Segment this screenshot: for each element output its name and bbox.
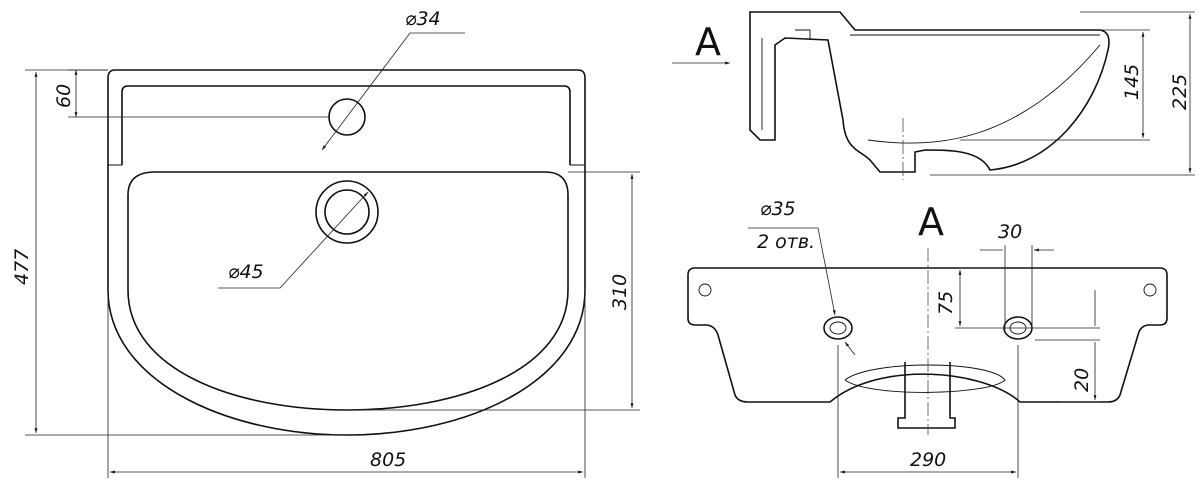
mount-hole-left xyxy=(823,316,853,340)
top-view: ⌀34 60 477 ⌀45 310 805 xyxy=(11,8,640,478)
dim-drain: ⌀45 xyxy=(228,261,264,283)
view-arrow-label: A xyxy=(695,20,721,64)
dim-overall-width: 805 xyxy=(370,449,406,471)
rim-inner-line xyxy=(121,85,571,165)
dim-rim: 60 xyxy=(53,84,75,108)
dim-bowl-height: 145 xyxy=(1121,64,1143,100)
section-contour xyxy=(749,11,1110,173)
dim-lower-offset: 20 xyxy=(1071,368,1093,392)
front-view: A ⌀35 2 отв. 30 75 20 290 xyxy=(687,198,1168,478)
dim-tap-hole: ⌀34 xyxy=(405,8,441,30)
basin-outer-contour xyxy=(107,69,586,436)
dim-overall-height: 225 xyxy=(1169,74,1191,110)
drain-inner xyxy=(324,189,370,235)
drain-outer xyxy=(315,180,379,244)
dim-bowl-depth: 310 xyxy=(609,274,631,310)
view-label: A xyxy=(918,200,944,244)
bowl-contour xyxy=(127,171,569,411)
dim-drain-width: 290 xyxy=(910,449,946,471)
front-contour xyxy=(687,267,1168,403)
dim-hole-height: 75 xyxy=(935,291,957,315)
dim-hole-offset: 30 xyxy=(998,221,1022,243)
section-view: A 145 225 xyxy=(672,11,1195,180)
dim-overall-depth: 477 xyxy=(11,249,33,285)
dim-mount-hole: ⌀35 xyxy=(760,198,796,220)
mount-hole-count: 2 отв. xyxy=(757,231,815,253)
